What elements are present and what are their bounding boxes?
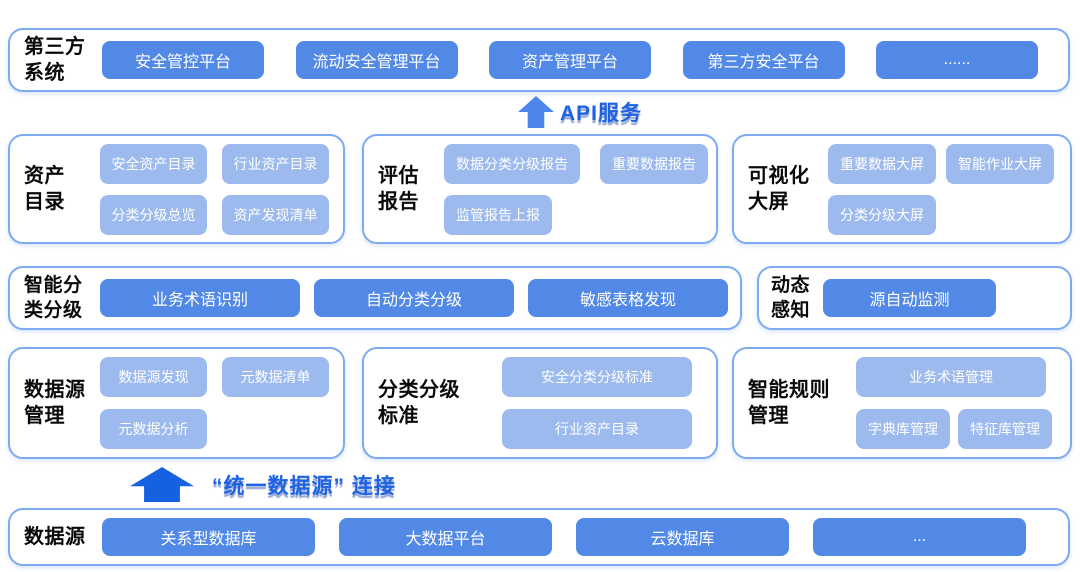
module-button[interactable]: 业务术语管理 [856, 357, 1046, 397]
button-group-datasource-management: 数据源发现元数据清单元数据分析 [100, 357, 343, 449]
button-group-visualization-screens: 重要数据大屏智能作业大屏分类分级大屏 [828, 143, 1070, 235]
unified-datasource-arrow: “统一数据源” 连接 [130, 467, 396, 502]
panel-asset-catalog: 资产 目录 安全资产目录行业资产目录分类分级总览资产发现清单 [8, 134, 345, 244]
panel-intelligent-classification: 智能分 类分级 业务术语识别自动分类分级敏感表格发现 [8, 266, 742, 330]
module-button[interactable]: 云数据库 [576, 518, 789, 556]
module-button[interactable]: 资产管理平台 [489, 41, 651, 79]
panel-datasource-management: 数据源 管理 数据源发现元数据清单元数据分析 [8, 347, 345, 459]
api-arrow-label: API服务 [560, 102, 643, 125]
button-group-data-sources: 关系型数据库大数据平台云数据库... [102, 518, 1068, 556]
module-button[interactable]: 元数据分析 [100, 409, 207, 449]
module-button[interactable]: 智能作业大屏 [946, 143, 1054, 184]
button-group-asset-catalog: 安全资产目录行业资产目录分类分级总览资产发现清单 [100, 143, 343, 235]
unify-arrow-label: “统一数据源” 连接 [212, 474, 396, 498]
panel-third-party-systems: 第三方 系统 安全管控平台流动安全管理平台资产管理平台第三方安全平台...... [8, 28, 1070, 92]
module-button[interactable]: 字典库管理 [856, 409, 950, 449]
panel-title-intelligent-classification: 智能分 类分级 [24, 274, 83, 321]
module-button[interactable]: 重要数据大屏 [828, 143, 936, 184]
panel-title-classification-standards: 分类分级 标准 [378, 378, 460, 427]
module-button[interactable]: 安全资产目录 [100, 143, 207, 184]
module-button[interactable]: 元数据清单 [222, 357, 329, 397]
module-button[interactable]: 业务术语识别 [100, 279, 300, 317]
module-button[interactable]: 源自动监测 [823, 279, 996, 317]
up-arrow-icon [518, 96, 554, 128]
panel-title-assessment-reports: 评估 报告 [378, 164, 419, 213]
module-button[interactable]: 行业资产目录 [502, 409, 692, 449]
button-group-classification-standards: 安全分类分级标准行业资产目录 [478, 357, 716, 449]
panel-title-asset-catalog: 资产 目录 [24, 164, 65, 213]
panel-title-third-party: 第三方 系统 [24, 35, 86, 84]
button-group-assessment-reports: 数据分类分级报告重要数据报告监管报告上报 [444, 143, 716, 235]
module-button[interactable]: 大数据平台 [339, 518, 552, 556]
module-button[interactable]: 流动安全管理平台 [295, 41, 458, 79]
panel-dynamic-sensing: 动态 感知 源自动监测 [757, 266, 1072, 330]
module-button[interactable]: ...... [876, 41, 1038, 79]
module-button[interactable]: 分类分级大屏 [828, 194, 936, 235]
module-button[interactable]: 数据源发现 [100, 357, 207, 397]
module-button[interactable]: 分类分级总览 [100, 194, 207, 235]
panel-visualization-screens: 可视化 大屏 重要数据大屏智能作业大屏分类分级大屏 [732, 134, 1072, 244]
module-button[interactable]: 数据分类分级报告 [444, 143, 580, 184]
module-button[interactable]: 关系型数据库 [102, 518, 315, 556]
button-group-intelligent-rules: 业务术语管理字典库管理特征库管理 [856, 357, 1068, 449]
panel-data-sources: 数据源 关系型数据库大数据平台云数据库... [8, 508, 1070, 566]
up-arrow-icon [130, 467, 194, 502]
module-button[interactable]: 安全管控平台 [102, 41, 264, 79]
module-button[interactable]: 资产发现清单 [222, 194, 329, 235]
panel-title-intelligent-rules: 智能规则 管理 [748, 378, 830, 427]
module-button[interactable]: ... [813, 518, 1026, 556]
panel-assessment-reports: 评估 报告 数据分类分级报告重要数据报告监管报告上报 [362, 134, 718, 244]
panel-classification-standards: 分类分级 标准 安全分类分级标准行业资产目录 [362, 347, 718, 459]
panel-title-dynamic-sensing: 动态 感知 [771, 274, 811, 321]
panel-title-visualization-screens: 可视化 大屏 [748, 164, 810, 213]
button-group-intelligent-classification: 业务术语识别自动分类分级敏感表格发现 [100, 279, 740, 317]
module-button[interactable]: 监管报告上报 [444, 194, 552, 235]
module-button[interactable]: 敏感表格发现 [528, 279, 728, 317]
module-button[interactable]: 自动分类分级 [314, 279, 514, 317]
module-button[interactable]: 重要数据报告 [600, 143, 708, 184]
panel-title-data-sources: 数据源 [24, 525, 86, 548]
panel-title-datasource-management: 数据源 管理 [24, 378, 86, 427]
button-group-third-party: 安全管控平台流动安全管理平台资产管理平台第三方安全平台...... [102, 41, 1068, 79]
panel-intelligent-rules: 智能规则 管理 业务术语管理字典库管理特征库管理 [732, 347, 1072, 459]
module-button[interactable]: 特征库管理 [958, 409, 1052, 449]
module-button[interactable]: 第三方安全平台 [682, 41, 845, 79]
module-button[interactable]: 安全分类分级标准 [502, 357, 692, 397]
button-group-dynamic-sensing: 源自动监测 [823, 279, 1070, 317]
module-button[interactable]: 行业资产目录 [222, 143, 329, 184]
api-services-arrow: API服务 [518, 96, 642, 128]
